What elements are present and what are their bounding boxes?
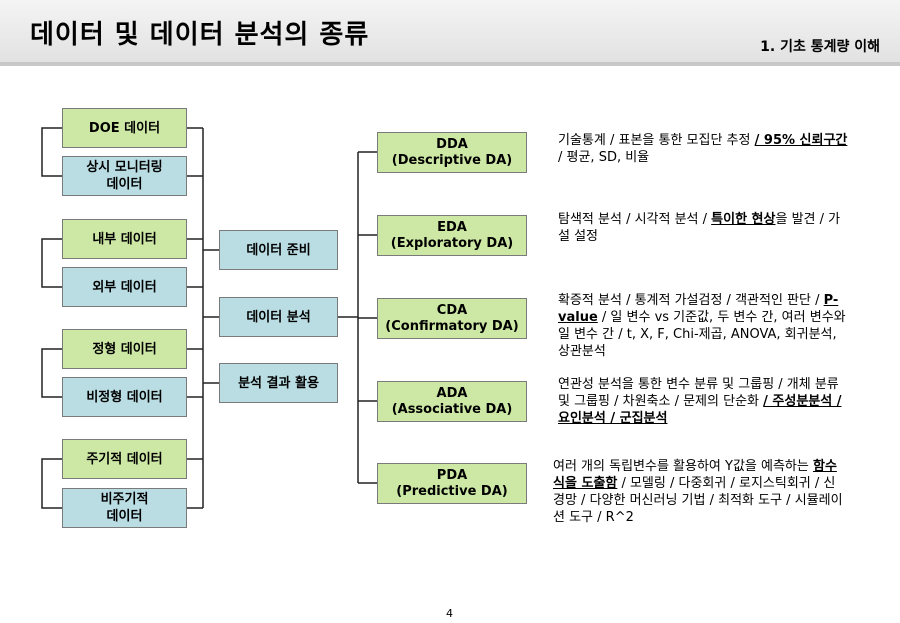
- description-text: / 모델링 / 다중회귀 / 로지스틱회귀 / 신경망 / 다양한 머신러닝 기…: [553, 476, 843, 525]
- emphasis-text: / 95% 신뢰구간: [754, 133, 848, 148]
- description-text: / 일 변수 vs 기준값, 두 변수 간, 여러 변수와 일 변수 간 / t…: [558, 310, 846, 359]
- page-title: 데이터 및 데이터 분석의 종류: [30, 20, 370, 50]
- description-dda: 기술통계 / 표본을 통한 모집단 추정 / 95% 신뢰구간 / 평균, SD…: [558, 132, 850, 166]
- description-text: 기술통계 / 표본을 통한 모집단 추정: [558, 133, 755, 148]
- source-box-internal-data: 내부 데이터: [62, 219, 187, 259]
- source-box-monitoring-data: 상시 모니터링 데이터: [62, 156, 187, 196]
- source-box-doe-data: DOE 데이터: [62, 108, 187, 148]
- analysis-box-cda: CDA (Confirmatory DA): [377, 298, 527, 339]
- section-subtitle: 1. 기초 통계량 이해: [760, 39, 880, 55]
- analysis-box-ada: ADA (Associative DA): [377, 381, 527, 422]
- description-eda: 탐색적 분석 / 시각적 분석 / 특이한 현상을 발견 / 가설 설정: [558, 211, 850, 245]
- analysis-box-pda: PDA (Predictive DA): [377, 463, 527, 504]
- description-text: 여러 개의 독립변수를 활용하여 Y값을 예측하는: [553, 459, 813, 474]
- source-box-external-data: 외부 데이터: [62, 267, 187, 307]
- source-box-aperiodic-data: 비주기적 데이터: [62, 488, 187, 528]
- analysis-box-dda: DDA (Descriptive DA): [377, 132, 527, 173]
- source-box-periodic-data: 주기적 데이터: [62, 439, 187, 479]
- emphasis-text: P-value: [558, 293, 839, 325]
- process-box-result-utilization: 분석 결과 활용: [219, 363, 338, 403]
- description-text: 탐색적 분석 / 시각적 분석 /: [558, 212, 712, 227]
- process-box-data-analysis: 데이터 분석: [219, 297, 338, 337]
- description-pda: 여러 개의 독립변수를 활용하여 Y값을 예측하는 함수식을 도출함 / 모델링…: [553, 458, 845, 526]
- description-text: 확증적 분석 / 통계적 가설검정 / 객관적인 판단 /: [558, 293, 824, 308]
- analysis-box-eda: EDA (Exploratory DA): [377, 215, 527, 256]
- description-text: 을 발견 / 가설 설정: [558, 212, 841, 244]
- description-text: / 평균, SD, 비율: [558, 150, 650, 165]
- emphasis-text: 함수식을 도출함: [553, 459, 837, 491]
- description-text: 연관성 분석을 통한 변수 분류 및 그룹핑 / 개체 분류 및 그룹핑 / 차…: [558, 377, 839, 409]
- source-box-structured-data: 정형 데이터: [62, 329, 187, 369]
- header-divider: [0, 62, 900, 66]
- page-number: 4: [446, 607, 453, 620]
- header-bar: [0, 0, 900, 62]
- emphasis-text: / 주성분분석 / 요인분석 / 군집분석: [558, 394, 842, 426]
- process-box-data-preparation: 데이터 준비: [219, 230, 338, 270]
- description-cda: 확증적 분석 / 통계적 가설검정 / 객관적인 판단 / P-value / …: [558, 292, 850, 360]
- source-box-unstructured-data: 비정형 데이터: [62, 377, 187, 417]
- emphasis-text: 특이한 현상: [711, 212, 776, 227]
- description-ada: 연관성 분석을 통한 변수 분류 및 그룹핑 / 개체 분류 및 그룹핑 / 차…: [558, 376, 850, 427]
